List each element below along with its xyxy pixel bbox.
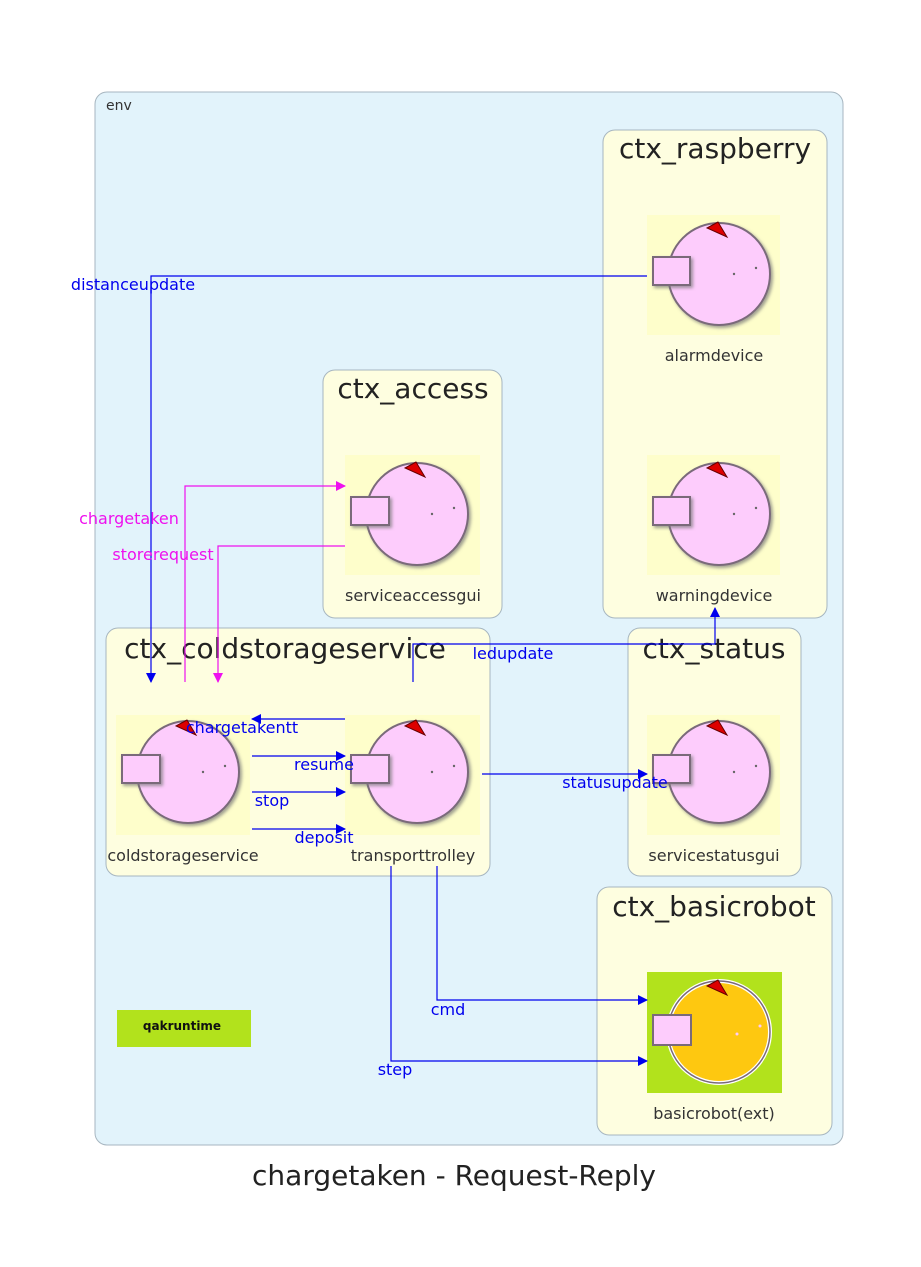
actor-transporttrolley[interactable]: transporttrolley [345,715,480,865]
edge-stop-label: stop [255,791,290,810]
actor-warningdevice-label: warningdevice [656,586,773,605]
env-label: env [106,98,132,114]
actor-alarmdevice-label: alarmdevice [665,346,764,365]
runtime-badge-label: qakruntime [143,1019,221,1033]
edge-cmd-label: cmd [431,1000,466,1019]
context-coldstorage-label: ctx_coldstorageservice [124,632,446,665]
edge-step-label: step [378,1060,413,1079]
context-raspberry-label: ctx_raspberry [619,132,811,165]
edge-deposit: deposit [252,824,354,847]
edge-statusupdate-label: statusupdate [562,773,668,792]
context-basicrobot-label: ctx_basicrobot [612,890,816,923]
actor-alarmdevice[interactable]: alarmdevice [647,215,780,365]
edge-ledupdate-label: ledupdate [473,644,554,663]
context-status-label: ctx_status [643,632,786,665]
actor-basicrobot[interactable]: basicrobot(ext) [647,972,782,1123]
actor-servicestatusgui-label: servicestatusgui [648,846,779,865]
edge-chargetakentt: chargetakentt [186,714,345,737]
edge-resume-label: resume [294,755,354,774]
edge-chargetakentt-label: chargetakentt [186,718,298,737]
edge-ledupdate: ledupdate [412,607,720,682]
edge-storerequest-label: storerequest [112,545,213,564]
edge-cmd: cmd [431,866,648,1019]
edge-distanceupdate-label: distanceupdate [71,275,195,294]
actor-warningdevice[interactable]: warningdevice [647,455,780,605]
actor-coldstorageservice-label: coldstorageservice [107,846,258,865]
edge-deposit-label: deposit [295,828,354,847]
runtime-badge: qakruntime [117,1010,251,1047]
edge-chargetaken-label: chargetaken [79,509,179,528]
actor-servicestatusgui[interactable]: servicestatusgui [647,715,780,865]
edge-statusupdate: statusupdate [482,769,668,792]
actor-transporttrolley-label: transporttrolley [351,846,475,865]
edge-distanceupdate: distanceupdate [71,275,647,683]
actor-basicrobot-label: basicrobot(ext) [653,1104,775,1123]
edge-resume: resume [252,751,354,774]
edge-step: step [378,866,648,1079]
edge-stop: stop [252,787,346,810]
actor-serviceaccessgui-label: serviceaccessgui [345,586,481,605]
diagram-title: chargetaken - Request-Reply [252,1159,656,1192]
edge-storerequest: storerequest [112,545,345,683]
actor-coldstorageservice[interactable]: coldstorageservice [107,715,259,865]
context-access-label: ctx_access [337,372,488,405]
edge-chargetaken: chargetaken [79,481,346,682]
actor-serviceaccessgui[interactable]: serviceaccessgui [345,455,481,605]
